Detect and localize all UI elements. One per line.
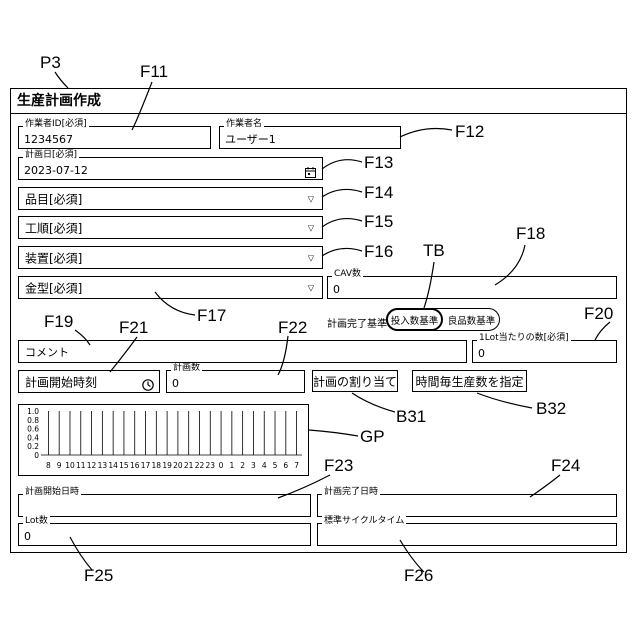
leader-f20 xyxy=(595,322,610,340)
leader-f13 xyxy=(322,160,362,169)
ref-label-p3: P3 xyxy=(40,53,61,73)
ref-label-f24: F24 xyxy=(551,456,580,476)
ref-label-f25: F25 xyxy=(84,566,113,586)
leader-f24 xyxy=(530,475,560,497)
leader-f21 xyxy=(110,337,137,372)
leader-f23 xyxy=(278,475,330,498)
leader-f17 xyxy=(155,292,195,315)
ref-label-f14: F14 xyxy=(364,183,393,203)
leader-f12 xyxy=(400,129,452,137)
ref-label-f26: F26 xyxy=(404,566,433,586)
leader-f18 xyxy=(495,245,525,285)
leader-f15 xyxy=(322,219,362,227)
ref-label-b32: B32 xyxy=(536,399,566,419)
leader-f11 xyxy=(132,82,152,130)
ref-label-f13: F13 xyxy=(364,153,393,173)
leader-gp xyxy=(309,430,358,436)
ref-label-f12: F12 xyxy=(455,122,484,142)
ref-label-f21: F21 xyxy=(119,318,148,338)
leader-f14 xyxy=(322,189,362,197)
ref-label-gp: GP xyxy=(360,427,385,447)
leader-f16 xyxy=(322,248,362,256)
ref-label-f22: F22 xyxy=(278,318,307,338)
ref-label-f16: F16 xyxy=(364,242,393,262)
ref-label-f19: F19 xyxy=(44,312,73,332)
ref-label-f17: F17 xyxy=(197,306,226,326)
leader-f19 xyxy=(75,330,90,345)
ref-label-f20: F20 xyxy=(584,304,613,324)
ref-label-f11: F11 xyxy=(140,62,168,82)
ref-label-f18: F18 xyxy=(516,224,545,244)
ref-label-f23: F23 xyxy=(324,456,353,476)
ref-label-b31: B31 xyxy=(396,407,426,427)
ref-label-tb: TB xyxy=(423,241,445,261)
leader-p3 xyxy=(55,72,68,88)
ref-label-f15: F15 xyxy=(364,212,393,232)
leader-f22 xyxy=(278,336,288,375)
leader-b32 xyxy=(477,393,532,408)
leader-b31 xyxy=(352,393,395,412)
leader-tb xyxy=(424,262,434,308)
